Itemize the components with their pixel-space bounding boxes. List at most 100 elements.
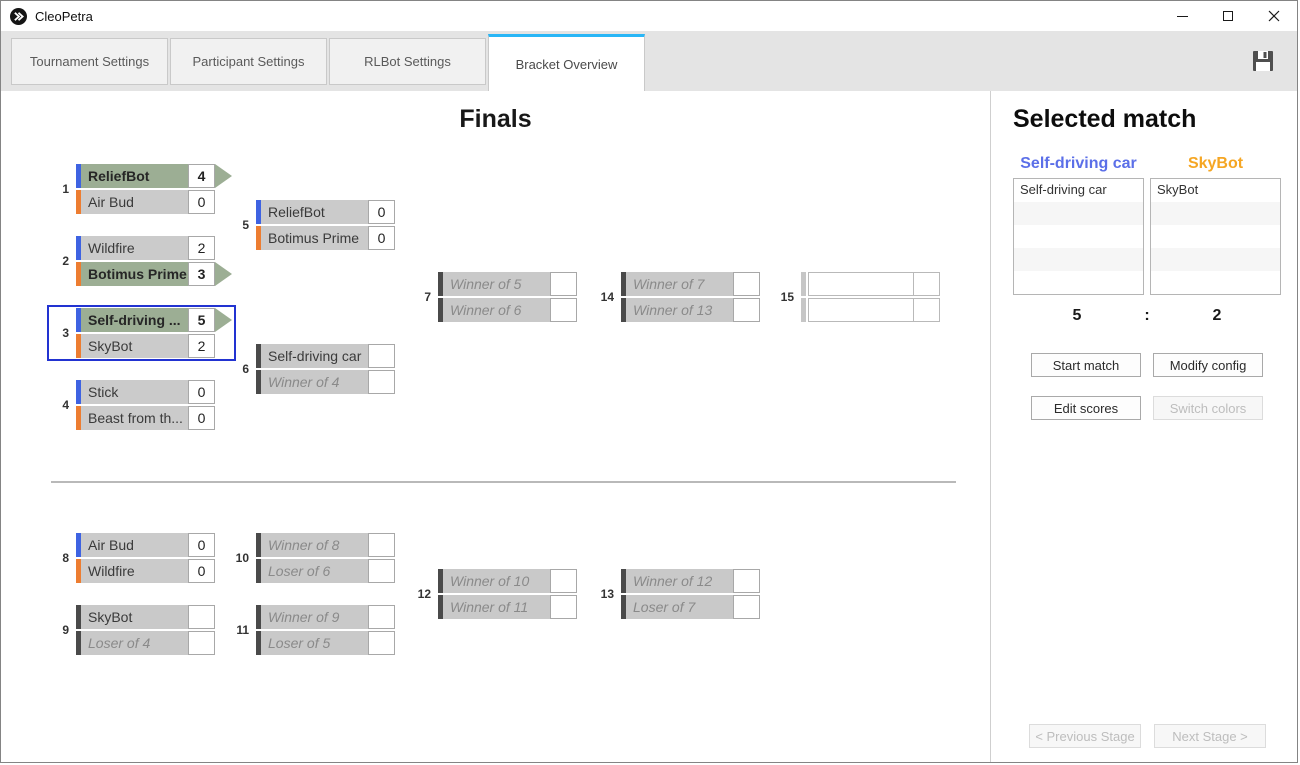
team-row: Winner of 11 — [438, 595, 577, 619]
team-name — [808, 298, 913, 322]
team-color-bar — [76, 262, 81, 286]
tab-bracket-overview[interactable]: Bracket Overview — [488, 34, 645, 91]
switch-colors-button: Switch colors — [1153, 396, 1263, 420]
team-name: Self-driving ... — [81, 308, 188, 332]
team-color-bar — [76, 236, 81, 260]
team-name: SkyBot — [81, 605, 188, 629]
next-stage-button: Next Stage > — [1154, 724, 1266, 748]
tab-participant-settings[interactable]: Participant Settings — [170, 38, 327, 85]
team-color-bar — [76, 380, 81, 404]
team-score — [368, 344, 395, 368]
team-name: Air Bud — [81, 533, 188, 557]
team-color-bar — [256, 533, 261, 557]
score-separator: : — [1144, 307, 1150, 324]
roster-row — [1014, 225, 1143, 248]
team-row: Loser of 5 — [256, 631, 395, 655]
team-row: SkyBot — [76, 605, 215, 629]
stage-title: Finals — [459, 105, 532, 133]
team-name: Botimus Prime — [261, 226, 368, 250]
team-color-bar — [256, 344, 261, 368]
team-score — [368, 559, 395, 583]
app-logo-icon — [10, 7, 27, 25]
team-name: Self-driving car — [261, 344, 368, 368]
bracket-match-15[interactable]: 15 — [781, 272, 940, 324]
team-name: Loser of 6 — [261, 559, 368, 583]
maximize-button[interactable] — [1205, 1, 1251, 31]
team-name: Winner of 7 — [626, 272, 733, 296]
edit-scores-button[interactable]: Edit scores — [1031, 396, 1141, 420]
team-name: Wildfire — [81, 236, 188, 260]
team-row: Winner of 9 — [256, 605, 395, 629]
match-number: 5 — [242, 218, 249, 232]
team-color-bar — [621, 569, 626, 593]
tab-rlbot-settings[interactable]: RLBot Settings — [329, 38, 486, 85]
start-match-button[interactable]: Start match — [1031, 353, 1141, 377]
roster-row — [1151, 271, 1280, 294]
team-score — [550, 595, 577, 619]
team-name: Air Bud — [81, 190, 188, 214]
team-color-bar — [76, 164, 81, 188]
team-color-bar — [621, 272, 626, 296]
team-score: 2 — [188, 334, 215, 358]
roster-row: Self-driving car — [1020, 182, 1107, 197]
winner-arrow-icon — [215, 164, 232, 188]
match-number: 7 — [424, 290, 431, 304]
blue-team-column: Self-driving car Self-driving car — [1013, 155, 1144, 295]
match-number: 13 — [600, 587, 614, 601]
match-number: 2 — [62, 254, 69, 268]
team-score — [188, 605, 215, 629]
team-score — [913, 272, 940, 296]
team-color-bar — [76, 631, 81, 655]
blue-team-roster[interactable]: Self-driving car — [1013, 178, 1144, 295]
team-color-bar — [76, 559, 81, 583]
blue-team-score: 5 — [1072, 307, 1082, 324]
team-score: 5 — [188, 308, 215, 332]
modify-config-button[interactable]: Modify config — [1153, 353, 1263, 377]
team-row: Loser of 7 — [621, 595, 760, 619]
team-name: Stick — [81, 380, 188, 404]
team-score: 0 — [188, 380, 215, 404]
maximize-icon — [1223, 11, 1233, 21]
team-score — [368, 533, 395, 557]
orange-team-score: 2 — [1212, 307, 1222, 324]
team-name: Winner of 4 — [261, 370, 368, 394]
orange-team-name: SkyBot — [1187, 155, 1244, 172]
team-score — [368, 631, 395, 655]
team-name: Winner of 11 — [443, 595, 550, 619]
save-button[interactable] — [1250, 48, 1276, 74]
team-color-bar — [76, 406, 81, 430]
match-number: 15 — [780, 290, 794, 304]
team-score — [733, 569, 760, 593]
close-button[interactable] — [1251, 1, 1297, 31]
team-score: 4 — [188, 164, 215, 188]
minimize-button[interactable] — [1159, 1, 1205, 31]
team-color-bar — [801, 272, 806, 296]
team-color-bar — [76, 190, 81, 214]
winner-arrow-icon — [215, 262, 232, 286]
orange-team-roster[interactable]: SkyBot — [1150, 178, 1281, 295]
blue-team-name: Self-driving car — [1020, 155, 1137, 172]
team-score — [368, 605, 395, 629]
roster-row — [1151, 202, 1280, 225]
tab-tournament-settings[interactable]: Tournament Settings — [11, 38, 168, 85]
team-score — [733, 298, 760, 322]
team-score: 0 — [188, 533, 215, 557]
bracket-divider — [51, 481, 956, 483]
